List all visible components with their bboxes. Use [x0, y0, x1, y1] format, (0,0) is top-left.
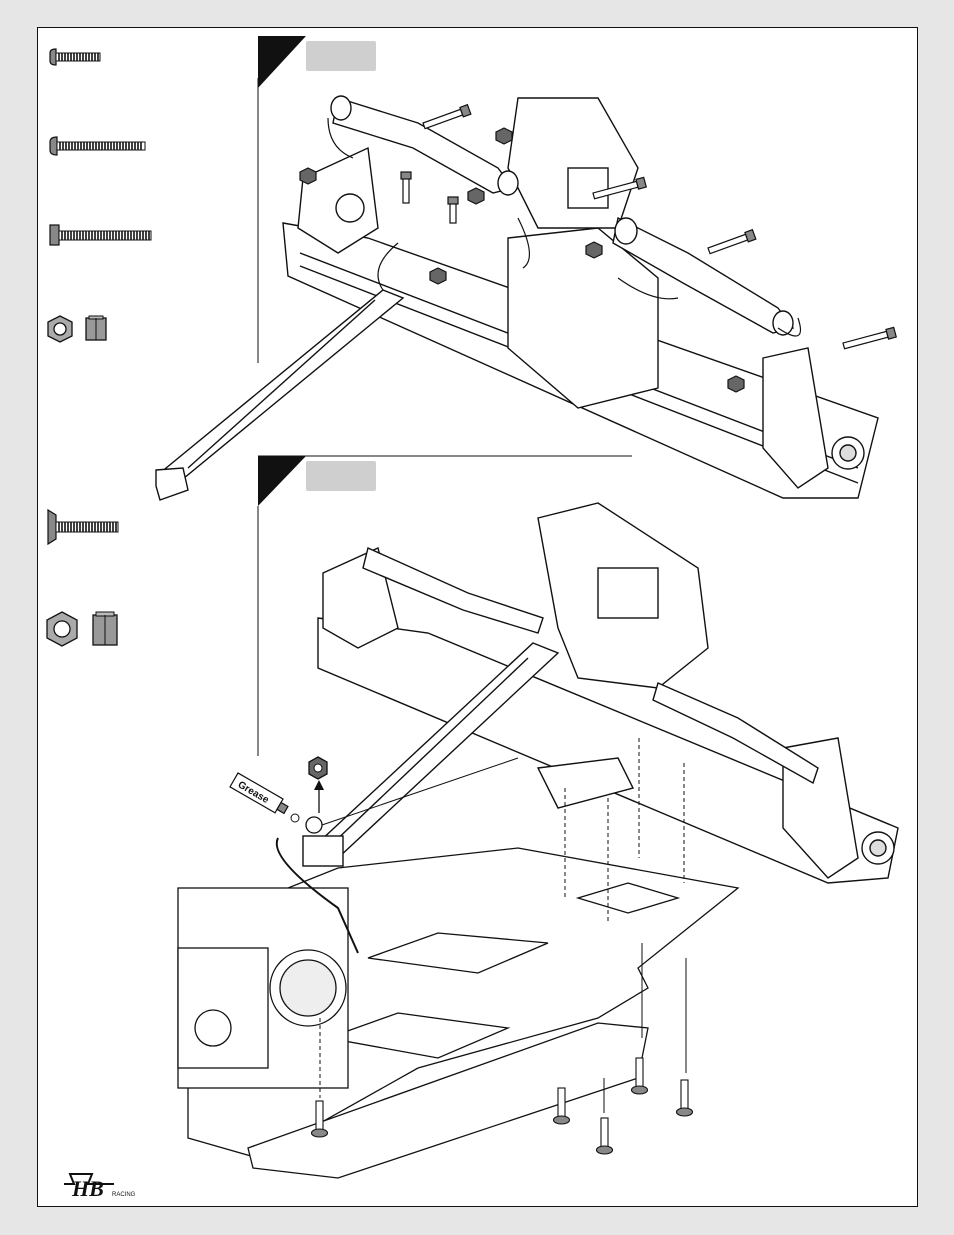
- step-2-corner-marker: [258, 456, 306, 506]
- bulkhead-front: [537, 502, 709, 689]
- turnbuckle-front-right: [652, 682, 819, 785]
- ball-stud: [305, 757, 519, 834]
- bulkhead-center: [507, 97, 659, 409]
- step-1-number-box: [306, 41, 376, 71]
- screw-alignment-lines: [319, 738, 685, 1098]
- step-2-number-box: [306, 461, 376, 491]
- brace-bracket: [536, 757, 635, 809]
- step-1-screws: [400, 103, 897, 350]
- logo-subtext: RACING: [112, 1192, 136, 1198]
- lock-nut-callout: [308, 756, 328, 780]
- chassis-screws: [310, 1057, 694, 1155]
- lock-nut-large-icon: [46, 611, 118, 647]
- flat-head-screw-icon: [47, 508, 119, 546]
- grease-dab: [290, 813, 300, 823]
- lock-nut-small-icon: [47, 315, 107, 343]
- hub-carrier-left: [297, 146, 379, 254]
- turnbuckle-left: [330, 95, 519, 196]
- turnbuckle-front-left: [362, 547, 544, 634]
- transmission-cluster: [177, 887, 349, 1089]
- lower-arm-front: [317, 617, 899, 884]
- hb-logo-icon: HB RACING: [64, 1173, 136, 1201]
- cap-head-screw-icon: [49, 224, 152, 246]
- hub-carrier-right: [762, 347, 865, 489]
- manual-page: Grease HB RACING: [37, 27, 918, 1207]
- step-1-nuts: [299, 127, 745, 393]
- button-head-screw-short-icon: [49, 48, 101, 66]
- step-1-diagram: [155, 36, 897, 501]
- grease-tube: Grease: [229, 772, 289, 815]
- step-2-diagram: Grease: [177, 455, 899, 1179]
- step-1-corner-marker: [258, 36, 306, 88]
- step-1-leader-lines: [327, 117, 802, 337]
- nut-arrow-head: [314, 780, 324, 790]
- brace-rod-step-1: [155, 289, 405, 501]
- logo-text: HB: [71, 1176, 104, 1201]
- hb-racing-logo: HB RACING: [62, 1170, 142, 1201]
- step-2-leader-curve: [275, 837, 359, 954]
- brace-rod-step-2: [302, 642, 560, 867]
- button-head-screw-long-icon: [49, 136, 146, 156]
- hardware-legend: [46, 48, 259, 756]
